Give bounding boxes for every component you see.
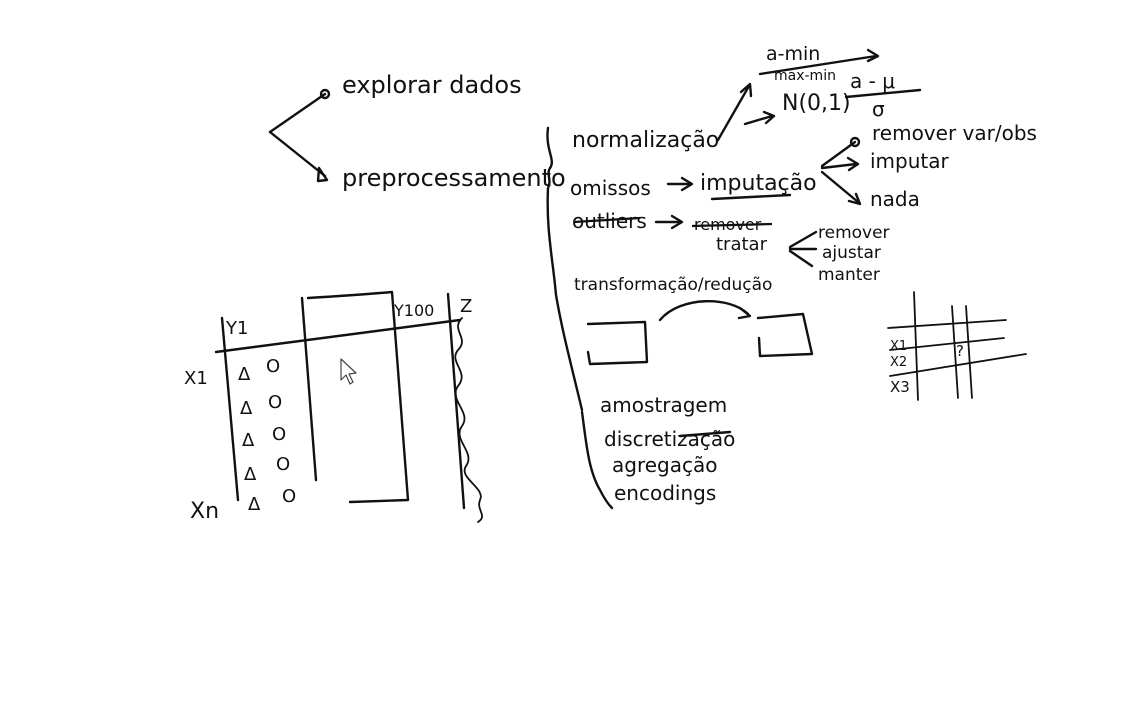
minmax-denominator: max-min [774,68,836,84]
branch-explore-label: explorar dados [342,71,522,99]
grid-vline-1 [913,291,919,401]
matrix-column-block [306,290,410,504]
arrow-to-remove-var [820,140,857,168]
treat-adjust-label: ajustar [822,243,881,263]
matrix-triangle: Δ [242,430,255,451]
aggregation-label: agregação [612,453,717,477]
matrix-circle: O [282,486,296,507]
grid-row3-label: X3 [890,378,910,396]
transform-label: transformação/redução [574,275,772,295]
matrix-target-divider [446,292,466,510]
missing-remove-label: remover var/obs [872,121,1037,145]
standard-denominator: σ [872,97,885,121]
grid-vline-2 [951,305,959,399]
discretization-underline [678,430,732,438]
arrow-head-outlier-actions [670,214,684,230]
arrow-to-nothing [820,170,860,204]
grid-row2-label: X2 [890,355,907,370]
matrix-triangle: Δ [240,398,253,419]
matrix-circle: O [272,424,286,445]
transform-box-after [756,312,814,358]
col-first-label: Y1 [225,318,248,339]
matrix-triangle: Δ [238,364,251,385]
encodings-label: encodings [614,481,716,505]
imputation-underline [710,193,792,201]
grid-unknown-cell: ? [956,342,964,360]
matrix-triangle: Δ [244,464,257,485]
outliers-remove-strike [691,222,773,228]
arrow-head-explore [319,88,331,100]
row-last-label: Xn [190,499,219,524]
treat-keep-label: manter [818,265,880,285]
col-target-label: Z [460,296,472,317]
arrow-head-minmax [739,82,753,98]
col-last-label: Y100 [393,301,434,320]
arrow-head-imputation [680,176,694,192]
transform-box-before [586,320,649,366]
standard-numerator: a - μ [850,69,895,93]
discretization-label: discretização [604,427,735,451]
standard-dist-label: N(0,1) [782,91,851,116]
row-first-label: X1 [184,368,208,389]
outliers-scribble [573,216,641,224]
arrow-to-explore [268,92,327,134]
grid-vline-3 [965,305,973,399]
arrow-head-impute [846,156,860,172]
arrow-to-treat-remove [788,230,818,249]
transform-arc-arrow-head [737,306,752,320]
branch-preprocess-label: preprocessamento [342,164,566,192]
grid-hline-2 [889,337,1005,351]
mouse-pointer-icon [340,358,357,385]
matrix-circle: O [268,392,282,413]
arrow-head-preprocess [316,166,329,183]
arrow-head-nothing [847,192,862,206]
normalize-label: normalização [572,128,719,153]
minmax-numerator: a-min [766,43,820,65]
arrow-to-preprocess [268,130,327,178]
treat-remove-label: remover [818,223,890,243]
matrix-triangle: Δ [248,494,261,515]
lower-brace [580,410,614,510]
transform-arc-arrow [658,299,750,322]
grid-row1-label: X1 [890,339,907,354]
outliers-treat-label: tratar [716,234,768,255]
missing-impute-label: imputar [870,149,950,173]
minmax-arrow-head [866,48,880,63]
grid-hline-3 [889,353,1027,377]
minmax-fraction-bar [758,54,878,76]
arrow-head-standard [762,110,776,125]
missing-nothing-label: nada [870,187,920,211]
imputation-label: imputação [700,171,817,196]
sampling-label: amostragem [600,393,727,417]
matrix-column-divider [300,296,318,482]
matrix-header-line [214,318,462,354]
matrix-circle: O [266,356,280,377]
missing-label: omissos [570,176,651,200]
standard-fraction-bar [844,88,922,99]
arrow-to-minmax [716,84,751,142]
arrow-head-remove-var [849,136,861,148]
matrix-left-border [220,316,240,502]
arrow-to-impute [820,162,858,170]
target-wavy-line [454,317,483,523]
data-matrix [214,290,483,523]
arrow-to-treat-keep [788,249,814,268]
grid-hline-1 [887,319,1007,329]
missing-value-grid [887,291,1027,401]
preprocess-brace [546,126,584,412]
matrix-circle: O [276,454,290,475]
root-branches [268,88,331,183]
arrow-to-standard [743,114,774,126]
